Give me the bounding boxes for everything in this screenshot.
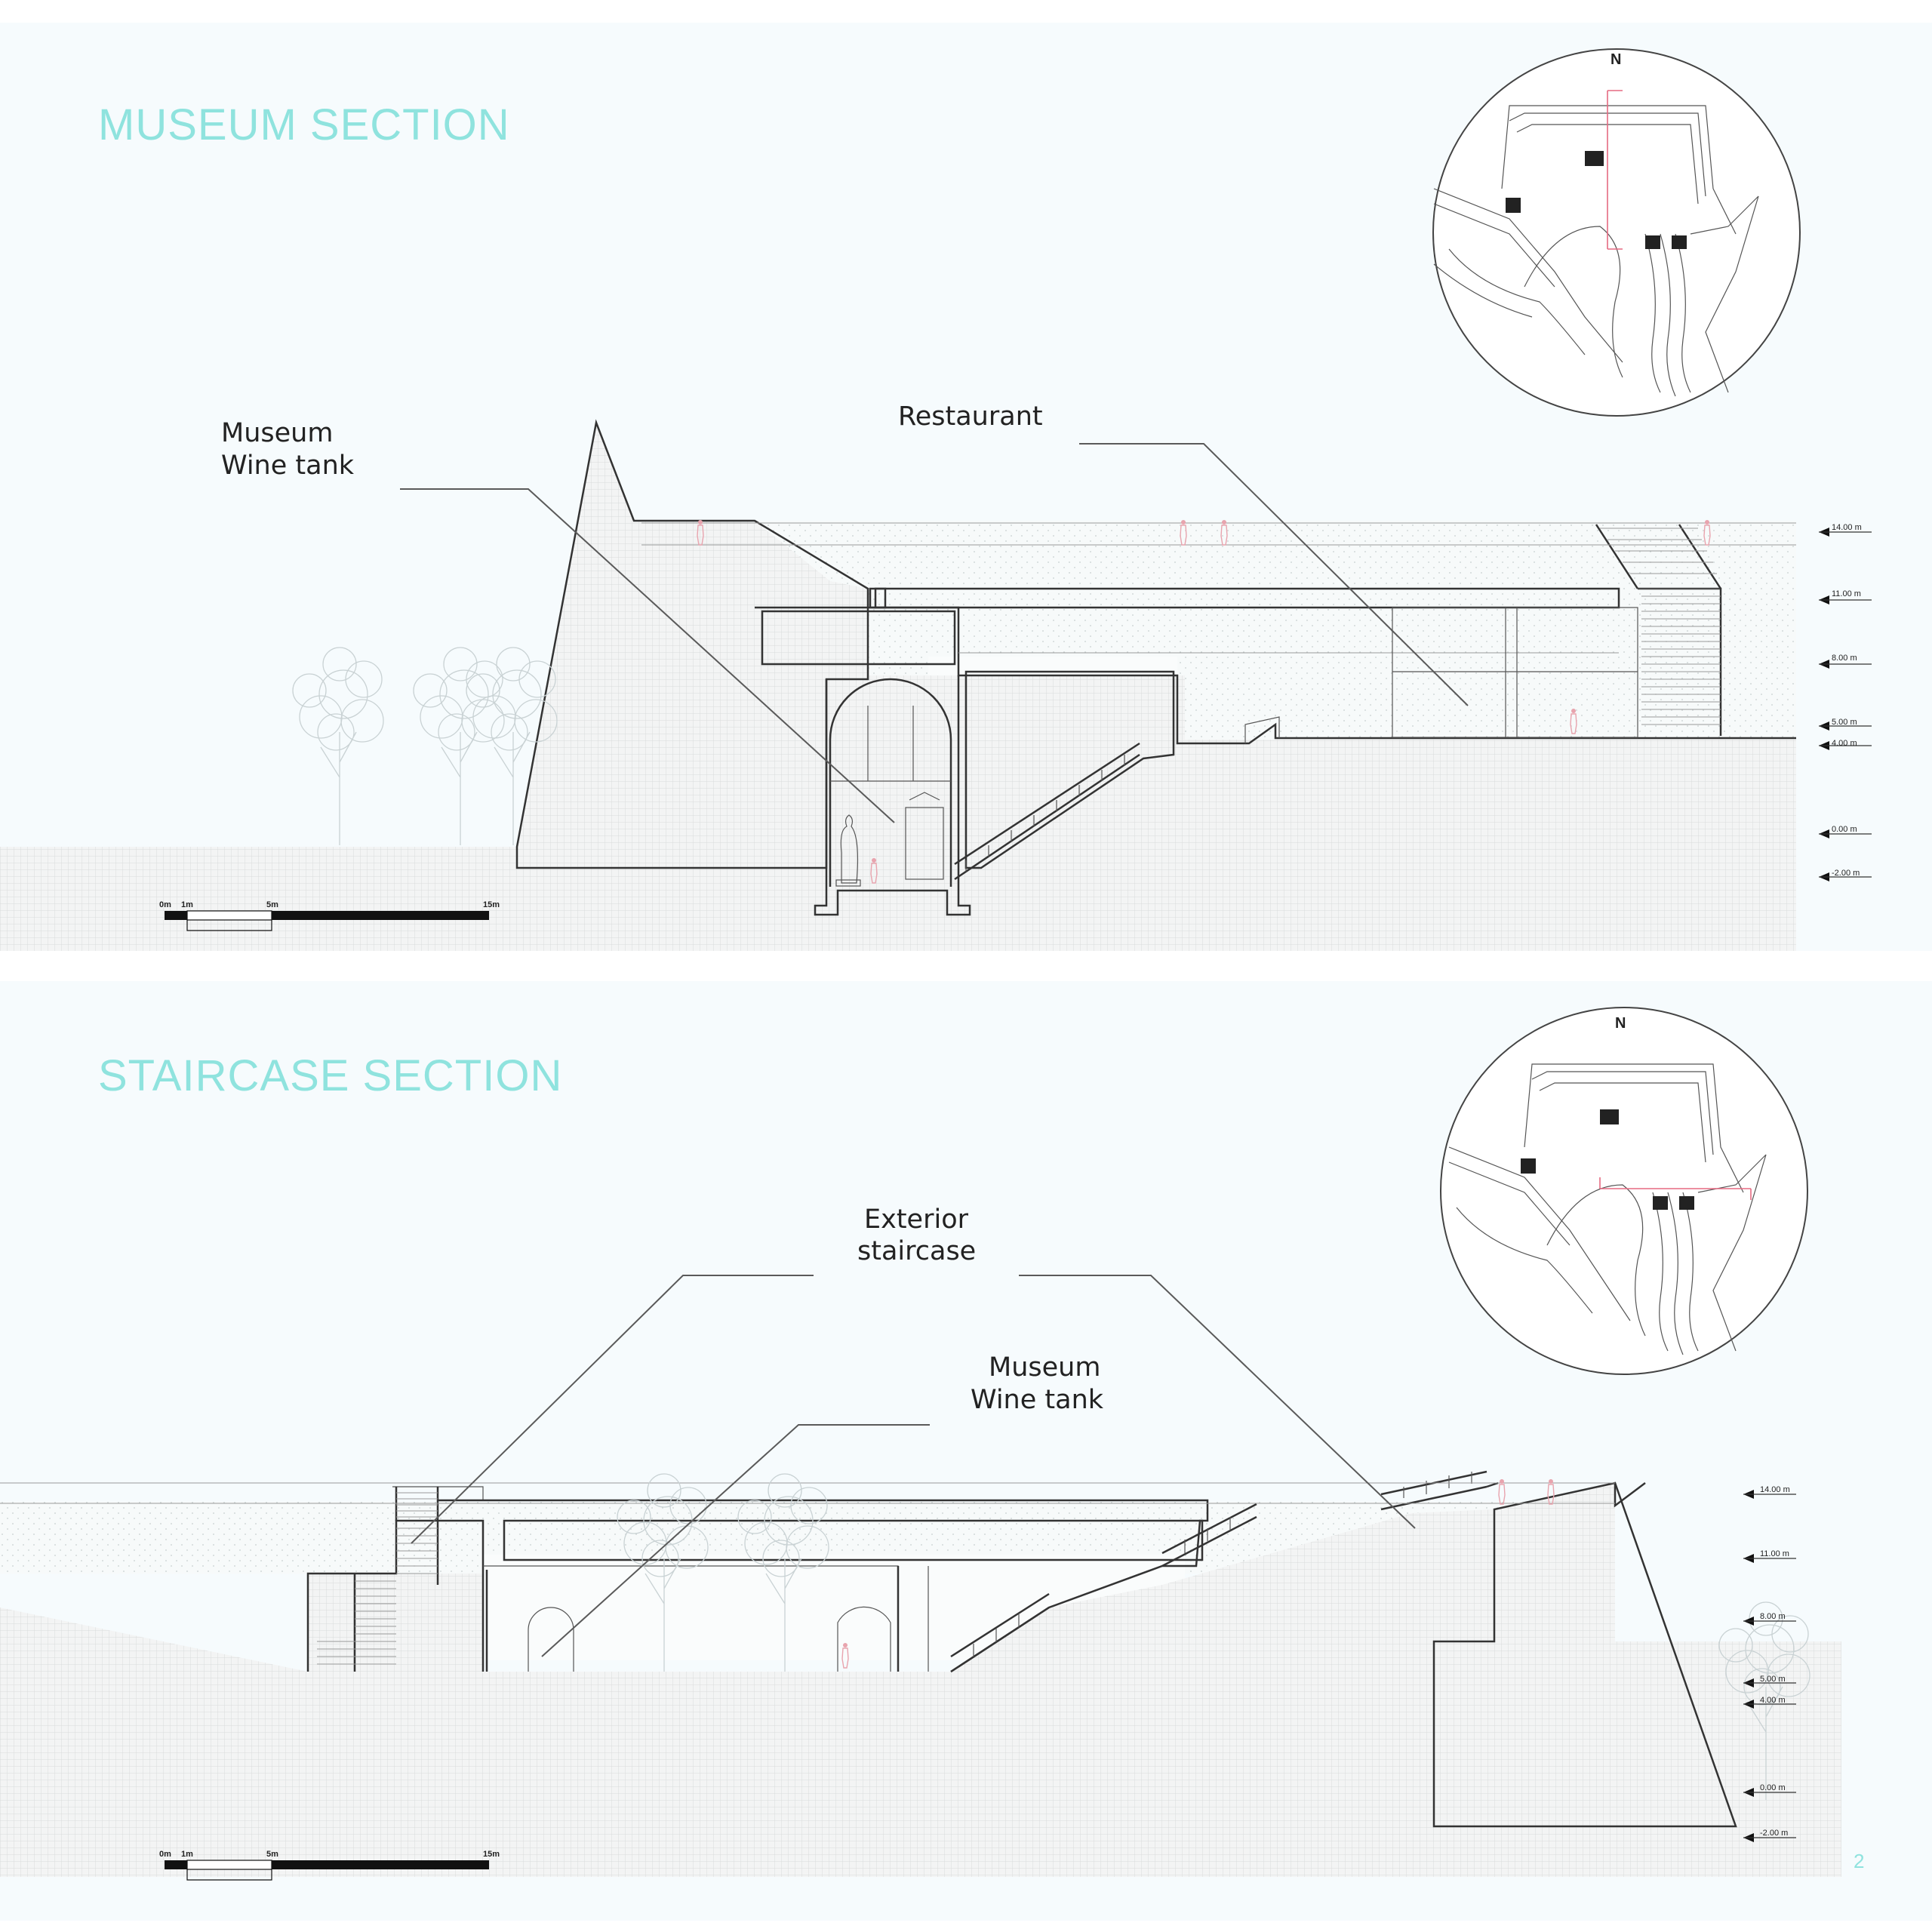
staircase-level-11: 11.00 m bbox=[1760, 1549, 1789, 1558]
museum-level-11: 11.00 m bbox=[1832, 589, 1861, 598]
staircase-level-14: 14.00 m bbox=[1760, 1485, 1790, 1494]
museum-level-0: 0.00 m bbox=[1832, 825, 1857, 834]
museum-level-5: 5.00 m bbox=[1832, 718, 1857, 727]
staircase-level-0: 0.00 m bbox=[1760, 1783, 1786, 1792]
museum-leader-restaurant bbox=[1079, 443, 1469, 706]
museum-level-8: 8.00 m bbox=[1832, 654, 1857, 663]
museum-section: MUSEUM SECTION bbox=[0, 23, 1932, 951]
staircase-label-staircase: staircase bbox=[857, 1236, 976, 1266]
museum-arch bbox=[829, 678, 952, 887]
museum-section-title: MUSEUM SECTION bbox=[98, 100, 510, 149]
staircase-section: STAIRCASE SECTION bbox=[0, 981, 1932, 1921]
staircase-beam bbox=[503, 1519, 1204, 1561]
staircase-scale-0m: 0m bbox=[159, 1850, 171, 1859]
staircase-stair-treads-left bbox=[317, 1492, 438, 1665]
staircase-leader-museum bbox=[541, 1424, 930, 1657]
museum-label-wine-tank: Wine tank bbox=[221, 451, 355, 481]
museum-north-arrow: N bbox=[1611, 51, 1621, 68]
staircase-scale-5m: 5m bbox=[266, 1850, 278, 1859]
staircase-scale-bar: 0m 1m 5m 15m bbox=[159, 1850, 500, 1881]
staircase-level-5: 5.00 m bbox=[1760, 1675, 1786, 1684]
museum-ground bbox=[0, 423, 1796, 951]
staircase-section-title: STAIRCASE SECTION bbox=[98, 1051, 562, 1100]
staircase-leader-left bbox=[411, 1275, 814, 1544]
staircase-structure bbox=[0, 1470, 1615, 1673]
museum-label-restaurant: Restaurant bbox=[898, 401, 1043, 432]
museum-scale-bar: 0m 1m 5m 15m bbox=[159, 900, 500, 931]
museum-structure bbox=[641, 519, 1796, 916]
museum-stair-treads bbox=[1641, 595, 1721, 725]
museum-level-minus2: -2.00 m bbox=[1832, 869, 1860, 878]
museum-scale-15m: 15m bbox=[483, 900, 500, 909]
staircase-north-arrow: N bbox=[1615, 1015, 1626, 1032]
staircase-level-4: 4.00 m bbox=[1760, 1696, 1786, 1705]
staircase-scale-15m: 15m bbox=[483, 1850, 500, 1859]
staircase-level-minus2: -2.00 m bbox=[1760, 1829, 1788, 1838]
museum-scale-5m: 5m bbox=[266, 900, 278, 909]
museum-leader-museum bbox=[400, 488, 895, 823]
staircase-level-markers: 14.00 m 11.00 m 8.00 m 5.00 m 4.00 m 0.0… bbox=[1743, 1485, 1797, 1843]
staircase-leader-right bbox=[1019, 1275, 1416, 1529]
museum-beam-box bbox=[761, 610, 956, 666]
museum-label-museum: Museum bbox=[221, 418, 333, 448]
restaurant-glazing bbox=[1392, 607, 1638, 738]
museum-level-markers: 14.00 m 11.00 m 8.00 m 5.00 m 4.00 m 0.0… bbox=[1818, 523, 1872, 882]
staircase-ground bbox=[0, 1483, 1841, 1877]
museum-retaining-wall bbox=[515, 419, 869, 869]
staircase-key-plan: N bbox=[1440, 1007, 1808, 1375]
museum-level-4: 4.00 m bbox=[1832, 739, 1857, 748]
staircase-label-exterior: Exterior bbox=[864, 1204, 969, 1235]
wine-tank bbox=[905, 807, 944, 880]
page-number: 2 bbox=[1854, 1850, 1864, 1872]
staircase-level-8: 8.00 m bbox=[1760, 1612, 1786, 1621]
museum-key-plan: N bbox=[1432, 48, 1801, 417]
museum-scale-1m: 1m bbox=[181, 900, 193, 909]
museum-level-14: 14.00 m bbox=[1832, 523, 1862, 532]
museum-scale-0m: 0m bbox=[159, 900, 171, 909]
staircase-scale-1m: 1m bbox=[181, 1850, 193, 1859]
statue-figure bbox=[840, 814, 859, 884]
staircase-label-museum: Museum bbox=[989, 1352, 1100, 1383]
staircase-label-wine-tank: Wine tank bbox=[971, 1385, 1104, 1415]
